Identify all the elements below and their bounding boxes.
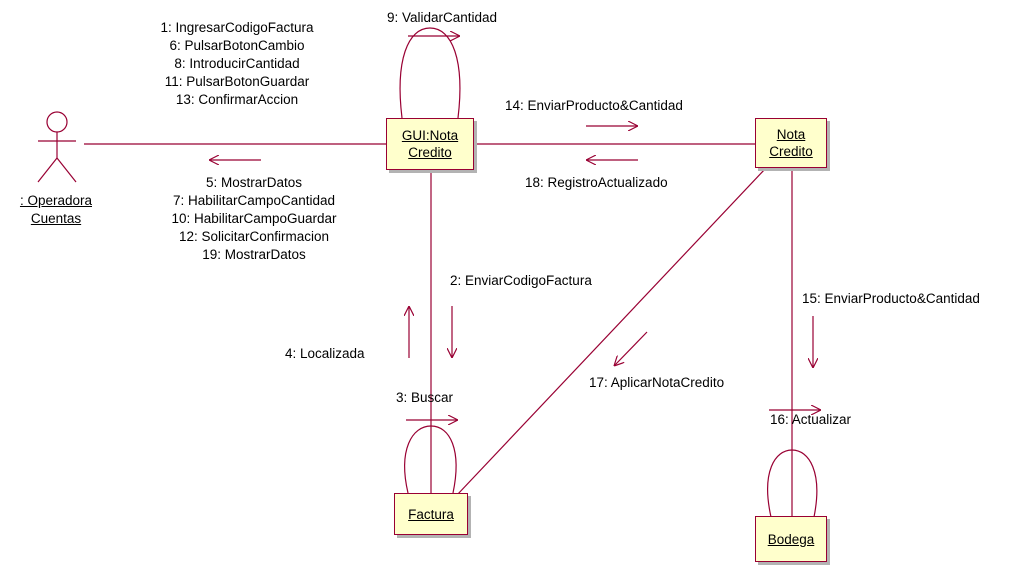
actor-name-line2: Cuentas [30, 211, 82, 226]
message-label: 13: ConfirmarAccion [175, 92, 299, 107]
message-label: 5: MostrarDatos [205, 175, 303, 190]
message-gui-self: 9: ValidarCantidad [387, 10, 498, 25]
object-bodega-label: Bodega [767, 531, 815, 547]
message-gui-to-nota: 14: EnviarProducto&Cantidad [505, 98, 683, 113]
message-nota-to-factura: 17: AplicarNotaCredito [589, 375, 725, 390]
object-factura-label: Factura [408, 506, 454, 522]
actor-name: : Operadora Cuentas [4, 192, 108, 228]
message-gui-to-factura: 2: EnviarCodigoFactura [450, 273, 592, 288]
actor-name-line1: : Operadora [19, 193, 93, 208]
message-label: 7: HabilitarCampoCantidad [172, 193, 336, 208]
self-link-factura [404, 425, 457, 494]
self-link-bodega [767, 449, 818, 518]
object-nota-credito[interactable]: Nota Credito [755, 118, 827, 168]
message-factura-self: 3: Buscar [396, 390, 454, 405]
object-bodega[interactable]: Bodega [755, 516, 827, 562]
object-gui-line1: GUI:Nota [401, 128, 459, 143]
message-label: 12: SolicitarConfirmacion [178, 229, 330, 244]
message-label: 1: IngresarCodigoFactura [160, 20, 314, 35]
messages-gui-to-actor: 5: MostrarDatos 7: HabilitarCampoCantida… [171, 174, 336, 264]
actor-icon[interactable] [37, 111, 77, 183]
message-nota-to-gui: 18: RegistroActualizado [525, 175, 668, 190]
messages-actor-to-gui: 1: IngresarCodigoFactura 6: PulsarBotonC… [160, 19, 313, 109]
object-factura[interactable]: Factura [394, 493, 468, 535]
message-label: 11: PulsarBotonGuardar [164, 74, 310, 89]
object-gui-nota-credito[interactable]: GUI:Nota Credito [386, 118, 474, 170]
object-gui-line2: Credito [408, 145, 452, 160]
arrow-nota-to-factura [614, 331, 648, 366]
message-bodega-self: 16: Actualizar [770, 412, 852, 427]
message-nota-to-bodega: 15: EnviarProducto&Cantidad [802, 291, 980, 306]
object-nota-line2: Credito [769, 144, 813, 159]
message-factura-to-gui: 4: Localizada [285, 346, 365, 361]
message-label: 8: IntroducirCantidad [174, 56, 300, 71]
object-nota-line1: Nota [776, 127, 806, 142]
message-label: 19: MostrarDatos [202, 247, 306, 262]
link-nota-factura [456, 167, 767, 496]
message-label: 10: HabilitarCampoGuardar [171, 211, 337, 226]
self-link-gui [399, 27, 461, 119]
message-label: 6: PulsarBotonCambio [169, 38, 305, 53]
